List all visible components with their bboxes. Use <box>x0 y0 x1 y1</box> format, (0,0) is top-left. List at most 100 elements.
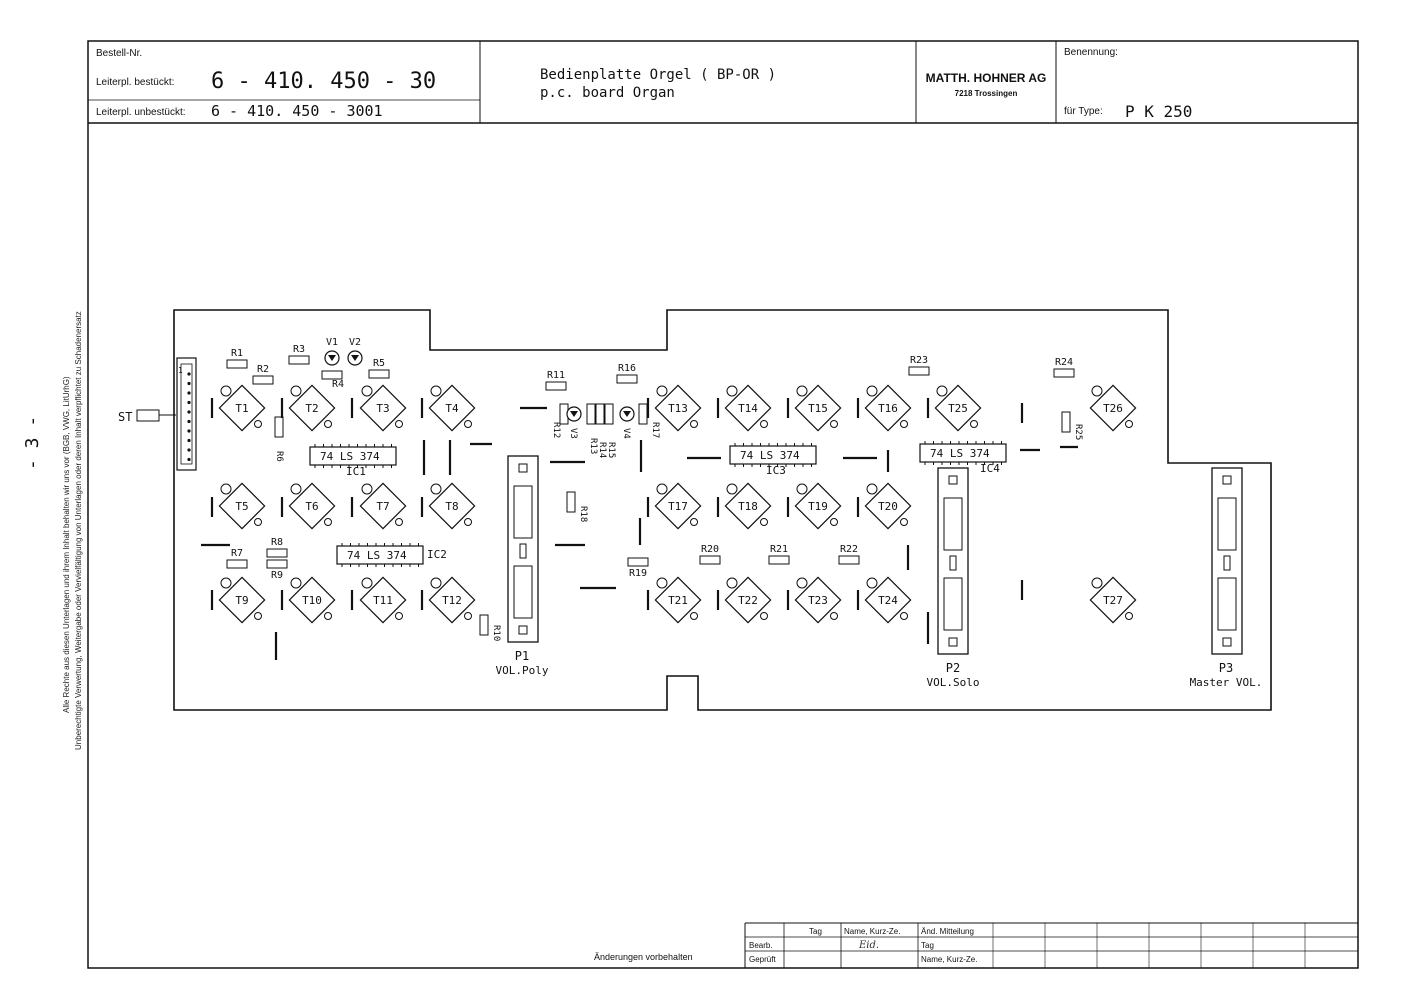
switch-t20: T20 <box>864 482 912 530</box>
switch-label: T16 <box>878 402 898 415</box>
connector-pin-dot <box>187 400 191 405</box>
switch-t8: T8 <box>428 482 476 530</box>
switch-label: T1 <box>235 402 248 415</box>
switch-t11: T11 <box>359 576 407 624</box>
connector-pin-dot <box>187 448 191 452</box>
connector-pin-dot <box>187 419 191 424</box>
switch-t4: T4 <box>428 384 476 432</box>
ic-label: IC2 <box>427 548 447 561</box>
resistor-label: R19 <box>629 568 647 579</box>
resistor-r12: R12 <box>551 403 569 438</box>
resistor-label: R12 <box>551 422 561 438</box>
switch-label: T9 <box>235 594 248 607</box>
switch-label: T11 <box>373 594 393 607</box>
switch-t16: T16 <box>864 384 912 432</box>
resistor-r4: R4 <box>321 370 344 390</box>
resistor-label: R23 <box>910 355 928 366</box>
resistor-r10: R10 <box>479 614 501 641</box>
connector-pin-dot <box>187 429 191 433</box>
switch-t15: T15 <box>794 384 842 432</box>
switch-t26: T26 <box>1089 384 1137 432</box>
resistor-r18: R18 <box>566 491 588 522</box>
ic-part: 74 LS 374 <box>320 450 380 463</box>
footer-geprueft: Geprüft <box>749 955 776 964</box>
switch-label: T7 <box>376 500 389 513</box>
pot-name: P1 <box>515 649 529 663</box>
resistor-label: R16 <box>618 363 636 374</box>
switch-label: T23 <box>808 594 828 607</box>
resistor-r25: R25 <box>1061 411 1083 440</box>
switch-t9: T9 <box>218 576 266 624</box>
resistor-label: R4 <box>332 379 344 390</box>
switch-t5: T5 <box>218 482 266 530</box>
resistor-label: R24 <box>1055 357 1073 368</box>
connector-pin-dot <box>187 372 191 376</box>
resistor-label: R14 <box>597 442 607 458</box>
company-name: MATTH. HOHNER AG <box>926 71 1047 85</box>
switch-t24: T24 <box>864 576 912 624</box>
footer-name2: Name, Kurz-Ze. <box>921 955 977 964</box>
switch-t2: T2 <box>288 384 336 432</box>
connector-pin-dot <box>187 381 191 386</box>
led-v1: V1 <box>324 337 340 366</box>
footer-signature: Eid. <box>858 940 879 951</box>
led-v4: V4 <box>619 406 635 439</box>
resistor-r5: R5 <box>368 358 390 379</box>
resistor-r19: R19 <box>627 557 649 579</box>
connector-label: ST <box>118 410 132 424</box>
led-label: V2 <box>349 337 361 348</box>
resistor-label: R7 <box>231 548 243 559</box>
resistor-label: R11 <box>547 370 565 381</box>
resistor-label: R2 <box>257 364 269 375</box>
resistor-r16: R16 <box>616 363 638 384</box>
resistor-label: R1 <box>231 348 243 359</box>
unbestueckt-value: 6 - 410. 450 - 3001 <box>211 102 383 120</box>
resistor-r3: R3 <box>288 344 310 365</box>
switch-t7: T7 <box>359 482 407 530</box>
resistor-r21: R21 <box>768 544 790 565</box>
switch-label: T26 <box>1103 402 1123 415</box>
sheet-frame <box>87 40 1359 969</box>
led-label: V3 <box>568 428 578 439</box>
ic-part: 74 LS 374 <box>347 549 407 562</box>
connector-pin-dot <box>187 391 191 395</box>
switch-t21: T21 <box>654 576 702 624</box>
switch-label: T2 <box>305 402 318 415</box>
resistor-r9: R9 <box>266 559 288 581</box>
switch-t27: T27 <box>1089 576 1137 624</box>
led-label: V1 <box>326 337 338 348</box>
footer-tag: Tag <box>809 927 822 936</box>
switch-label: T12 <box>442 594 462 607</box>
switch-t17: T17 <box>654 482 702 530</box>
switch-label: T18 <box>738 500 758 513</box>
resistor-label: R10 <box>491 625 501 641</box>
resistor-label: R3 <box>293 344 305 355</box>
resistor-label: R20 <box>701 544 719 555</box>
switch-label: T21 <box>668 594 688 607</box>
resistor-label: R25 <box>1073 424 1083 440</box>
footer-aend: Änd. Mitteilung <box>921 927 974 936</box>
resistor-r13: R13 <box>586 403 598 454</box>
switch-label: T15 <box>808 402 828 415</box>
ic-label: IC4 <box>980 462 1000 475</box>
type-value: P K 250 <box>1125 102 1192 121</box>
switch-t3: T3 <box>359 384 407 432</box>
type-label: für Type: <box>1064 106 1103 117</box>
switch-label: T27 <box>1103 594 1123 607</box>
switch-t14: T14 <box>724 384 772 432</box>
switch-label: T10 <box>302 594 322 607</box>
side-note-line1: Alle Rechte aus diesen Unterlagen und ih… <box>62 376 71 713</box>
resistor-r7: R7 <box>226 548 248 569</box>
switch-t18: T18 <box>724 482 772 530</box>
led-v2: V2 <box>347 337 363 366</box>
resistor-label: R18 <box>578 506 588 522</box>
connector-pin: 1 <box>178 366 183 375</box>
switch-label: T6 <box>305 500 318 513</box>
bestueckt-label: Leiterpl. bestückt: <box>96 77 174 88</box>
switch-t22: T22 <box>724 576 772 624</box>
switch-label: T20 <box>878 500 898 513</box>
resistor-label: R13 <box>588 438 598 454</box>
